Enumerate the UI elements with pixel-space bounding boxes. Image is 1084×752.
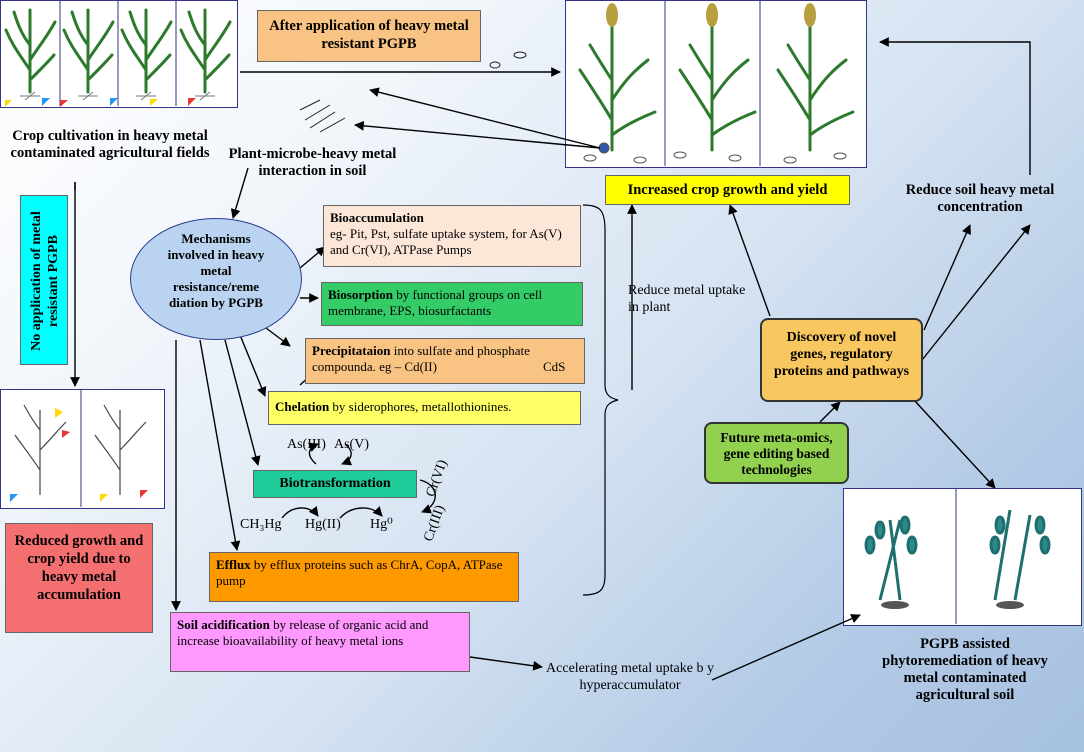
no-application-text: No application of metal resistant PGPB [29,211,61,351]
bioaccumulation-title: Bioaccumulation [330,210,424,225]
box-no-application: No application of metal resistant PGPB [20,195,68,365]
biosorption-text: by functional groups on cell membrane, E… [328,287,543,318]
efflux-text: by efflux proteins such as ChrA, CopA, A… [216,557,503,588]
soil-hyperaccumulator [881,601,1024,609]
label-phytoremediation: PGPB assisted phytoremediation of heavy … [882,636,1048,703]
crop-plants-contaminated [4,8,232,94]
panel-hyperaccumulators [843,488,1082,626]
ellipse-mechanisms: Mechanisms involved in heavy metal resis… [130,218,302,340]
label-hg2: Hg(II) [305,517,341,532]
discovery-text: Discovery of novel genes, regulatory pro… [773,330,910,379]
chelation-text: by siderophores, metallothionines. [329,399,512,414]
label-as3: As(III) [287,437,326,452]
precipitation-title: Precipitataion [312,343,391,358]
hyperaccumulator-plants [864,509,1051,601]
metal-markers-top [5,98,196,107]
box-after-application: After application of heavy metal resista… [257,10,481,62]
label-reduce-soil: Reduce soil heavy metal concentration [905,182,1055,215]
increased-yield-text: Increased crop growth and yield [627,182,828,198]
mechanisms-text: Mechanisms involved in heavy metal resis… [167,231,265,310]
label-as5: As(V) [334,437,369,452]
future-text: Future meta-omics, gene editing based te… [720,430,833,477]
box-increased-yield: Increased crop growth and yield [605,175,850,205]
label-hg0: Hg⁰ [370,517,393,532]
box-biotransformation: Biotransformation [253,470,417,498]
box-soil-acidification: Soil acidification by release of organic… [170,612,470,672]
panel-stunted-crops [0,389,165,509]
soil-roots-top [20,91,215,101]
soil-microbes-treated [583,142,847,164]
crop-plants-treated [578,18,855,152]
chelation-title: Chelation [275,399,330,414]
reduced-growth-text: Reduced growth and crop yield due to hea… [14,533,144,603]
efflux-title: Efflux [216,557,251,572]
biotransformation-text: Biotransformation [279,476,391,491]
box-discovery: Discovery of novel genes, regulatory pro… [760,318,923,402]
after-application-text: After application of heavy metal resista… [269,18,469,52]
box-chelation: Chelation by siderophores, metallothioni… [268,391,581,425]
label-ch3hg: CH₃Hg [240,517,282,532]
label-accelerating: Accelerating metal uptake b y hyperaccum… [546,661,714,693]
label-crop-contaminated: Crop cultivation in heavy metal contamin… [10,128,210,161]
box-biosorption: Biosorption by functional groups on cell… [321,282,583,326]
box-precipitation: Precipitataion into sulfate and phosphat… [305,338,585,384]
crop-plants-stunted [14,404,147,495]
box-efflux: Efflux by efflux proteins such as ChrA, … [209,552,519,602]
panel-contaminated-crops [0,0,238,108]
microbe-cluster [299,51,527,133]
biosorption-title: Biosorption [328,287,394,302]
acid-title: Soil acidification [177,617,270,632]
acid-text: by release of organic acid and increase … [177,617,429,648]
label-reduce-uptake: Reduce metal uptake in plant [628,283,746,315]
grain-heads [606,3,816,27]
bioaccumulation-text: eg- Pit, Pst, sulfate uptake system, for… [330,226,562,257]
metal-markers-stunted [10,408,148,502]
box-bioaccumulation: Bioaccumulation eg- Pit, Pst, sulfate up… [323,205,581,267]
precipitation-product: CdS [543,359,566,374]
panel-treated-crops [565,0,867,168]
label-plant-microbe: Plant-microbe-heavy metal interaction in… [228,146,397,179]
box-future: Future meta-omics, gene editing based te… [704,422,849,484]
precipitation-text: into sulfate and phosphate compounda. eg… [312,343,530,374]
box-reduced-growth: Reduced growth and crop yield due to hea… [5,523,153,633]
